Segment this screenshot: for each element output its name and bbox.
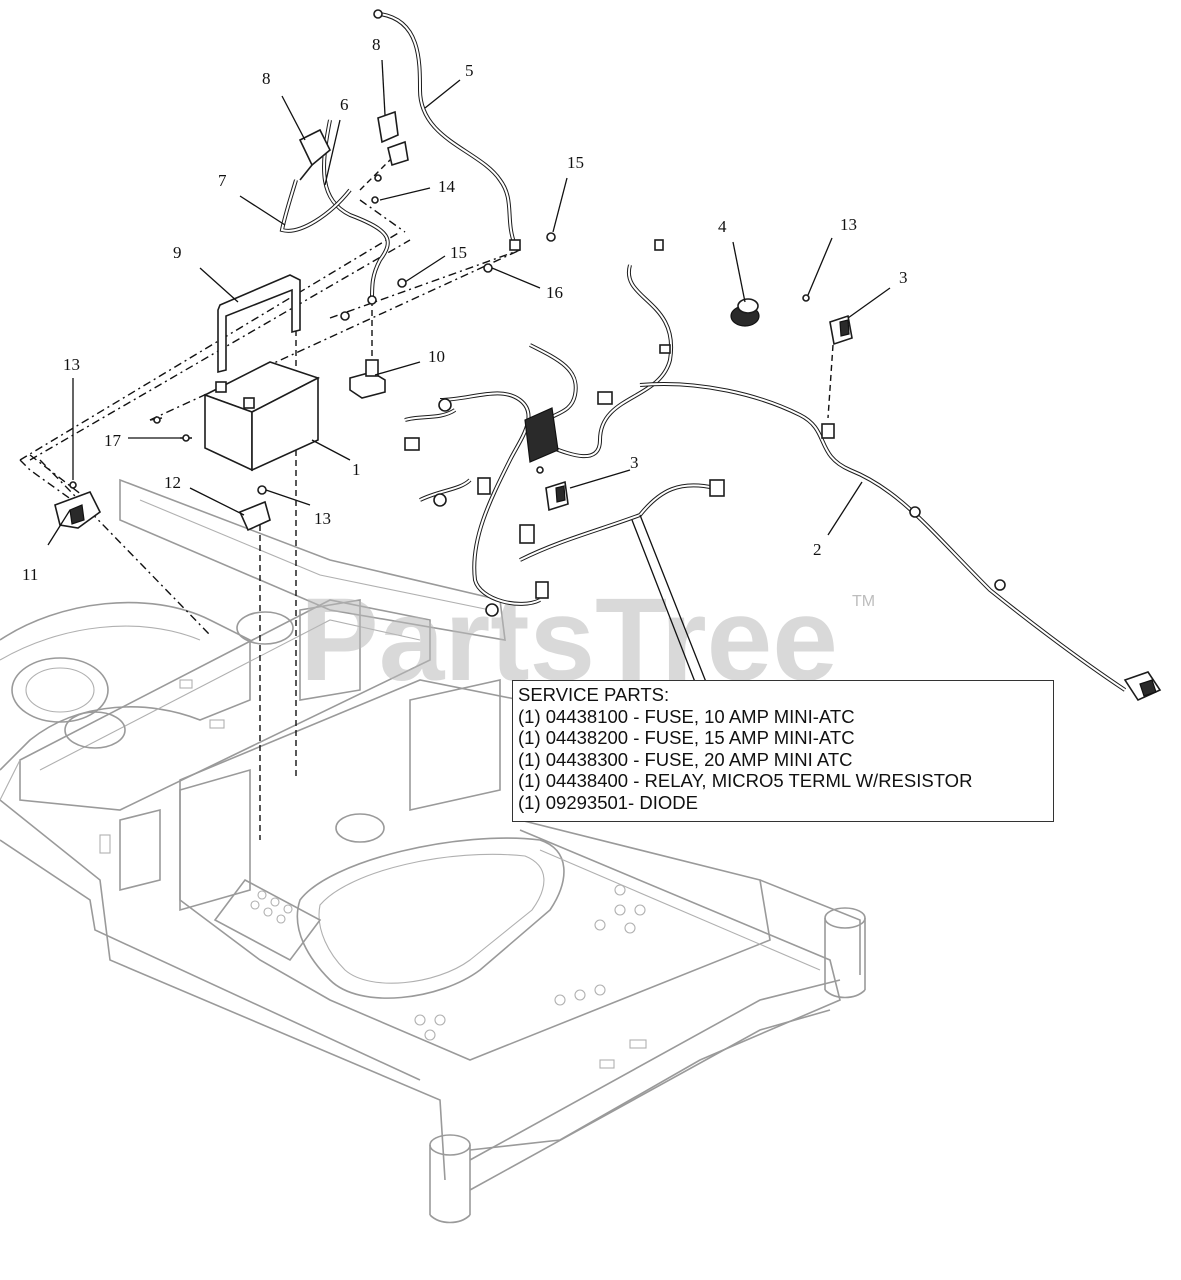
callout-15-center: 15 [450, 243, 467, 262]
callout-1: 1 [352, 460, 361, 479]
service-parts-title: SERVICE PARTS: [518, 684, 670, 705]
callout-2: 2 [813, 540, 822, 559]
callout-3-right: 3 [899, 268, 908, 287]
key-switch-4 [730, 298, 760, 327]
service-part-item: (1) 04438100 - FUSE, 10 AMP MINI-ATC [518, 705, 855, 727]
callouts: 1 2 3 3 4 5 6 7 8 8 9 10 11 12 13 13 13 … [22, 35, 908, 584]
service-part-item: (1) 04438200 - FUSE, 15 AMP MINI-ATC [518, 727, 855, 748]
callout-16: 16 [546, 283, 563, 302]
bracket-12 [238, 500, 271, 532]
terminal-boot-8-right [374, 110, 409, 182]
callout-6: 6 [340, 95, 349, 114]
terminal-boot-8-left [298, 128, 331, 181]
relay-3-right [829, 314, 853, 346]
callout-10: 10 [428, 347, 445, 366]
connector-11 [54, 491, 102, 529]
battery-cable-6 [322, 119, 390, 305]
battery-1 [202, 361, 321, 472]
battery-cable-7 [279, 179, 352, 233]
mower-frame [0, 478, 866, 1224]
callout-17: 17 [104, 431, 122, 450]
hold-down-strap-9 [217, 274, 301, 374]
callout-15-right: 15 [567, 153, 584, 172]
battery-cable-5 [373, 9, 521, 251]
wire-harness-2 [404, 239, 1162, 702]
callout-5: 5 [465, 61, 474, 80]
service-part-item: (1) 04438400 - RELAY, MICRO5 TERML W/RES… [518, 770, 973, 791]
boot-10 [349, 359, 386, 399]
watermark-tm: TM [852, 593, 875, 610]
callout-13-center: 13 [314, 509, 331, 528]
callout-14: 14 [438, 177, 456, 196]
callout-8-right: 8 [372, 35, 381, 54]
callout-7: 7 [218, 171, 227, 190]
callout-3-center: 3 [630, 453, 639, 472]
service-parts-box: SERVICE PARTS: (1) 04438100 - FUSE, 10 A… [512, 680, 1054, 822]
callout-13-left: 13 [63, 355, 80, 374]
service-part-item: (1) 04438300 - FUSE, 20 AMP MINI ATC [518, 748, 853, 770]
relay-3-center [545, 480, 569, 512]
callout-4: 4 [718, 217, 727, 236]
service-part-item: (1) 09293501- DIODE [518, 791, 698, 813]
callout-8-left: 8 [262, 69, 271, 88]
leader-lines [47, 59, 891, 683]
hardware [69, 196, 810, 495]
callout-11: 11 [22, 565, 38, 584]
callout-12: 12 [164, 473, 181, 492]
callout-13-right: 13 [840, 215, 857, 234]
callout-9: 9 [173, 243, 182, 262]
